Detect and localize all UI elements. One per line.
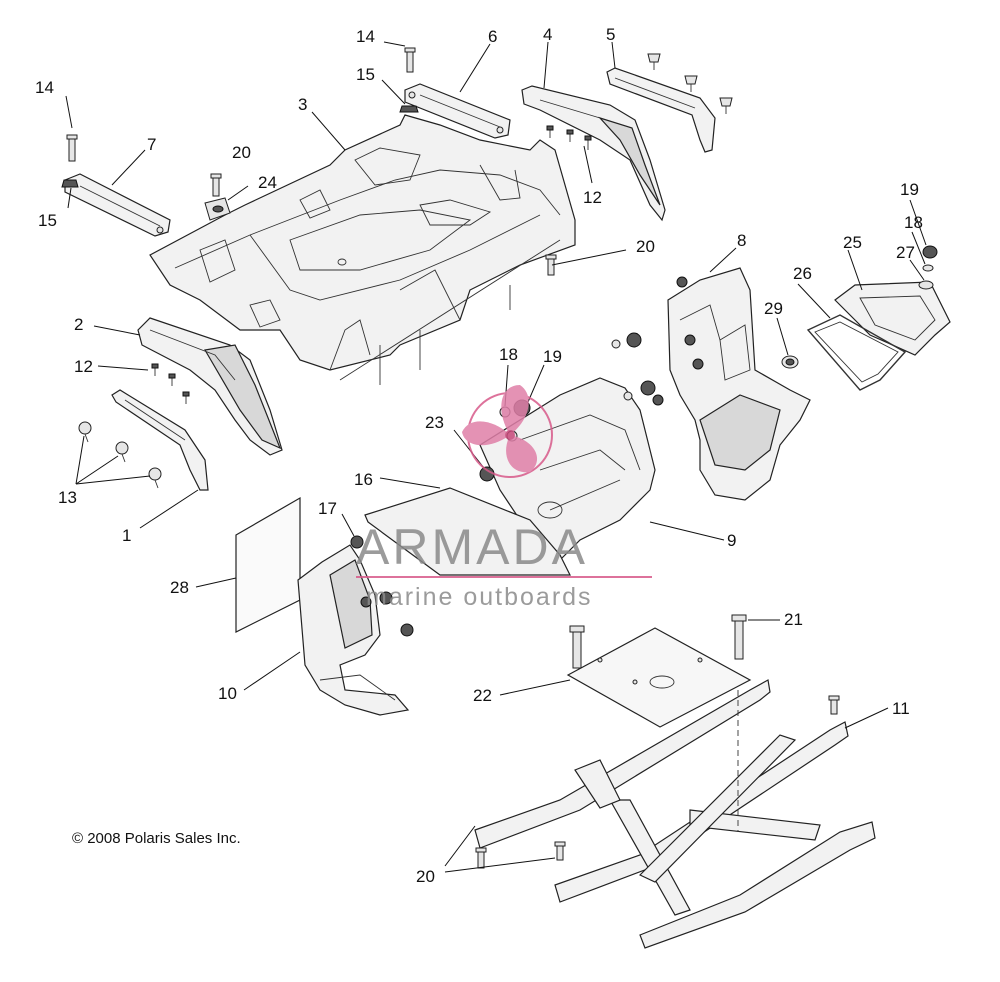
callout-c25: 25 <box>843 233 862 252</box>
bracket-part-24 <box>204 197 231 221</box>
grommet-part-29 <box>781 355 799 369</box>
storage-bin-part-10 <box>297 544 410 716</box>
lid-part-25 <box>834 281 951 356</box>
callout-c29: 29 <box>764 299 783 318</box>
callout-c28: 28 <box>170 578 189 597</box>
propeller-logo-icon <box>462 385 553 478</box>
bolts-part-20-lower <box>475 695 840 869</box>
callout-c4: 4 <box>543 25 552 44</box>
callout-c19b: 19 <box>543 347 562 366</box>
fasteners-part-17 <box>350 535 414 637</box>
callout-c20b: 20 <box>636 237 655 256</box>
callout-c5: 5 <box>606 25 615 44</box>
callout-c15a: 15 <box>356 65 375 84</box>
trim-part-1 <box>111 389 209 491</box>
callout-c20c: 20 <box>416 867 435 886</box>
fasteners-part-13 <box>78 421 162 489</box>
callout-c26: 26 <box>793 264 812 283</box>
callout-c24: 24 <box>258 173 277 192</box>
fasteners-part-8-bin <box>652 276 704 406</box>
callout-c3: 3 <box>298 95 307 114</box>
callout-c22: 22 <box>473 686 492 705</box>
cargo-box-part-3 <box>149 114 576 385</box>
watermark-brand: ARMADA <box>356 519 588 575</box>
callout-c14a: 14 <box>35 78 54 97</box>
callout-c1: 1 <box>122 526 131 545</box>
callout-c7: 7 <box>147 135 156 154</box>
frame-part-11 <box>474 679 876 949</box>
callout-c15b: 15 <box>38 211 57 230</box>
callout-c21: 21 <box>784 610 803 629</box>
storage-bin-part-8 <box>667 267 811 501</box>
leader-lines <box>65 41 927 873</box>
liner-sheet-part-28 <box>235 496 301 633</box>
callout-c19a: 19 <box>900 180 919 199</box>
callout-c8: 8 <box>737 231 746 250</box>
bolt-part-14-top <box>404 47 416 73</box>
bolt-part-20-mid <box>545 254 557 276</box>
bolt-part-14-left <box>66 134 78 162</box>
bolt-part-20-upper <box>210 173 222 197</box>
bolt-part-21 <box>569 614 747 669</box>
side-trim-part-5 <box>606 67 716 153</box>
callout-c23: 23 <box>425 413 444 432</box>
callout-c10: 10 <box>218 684 237 703</box>
callout-c14b: 14 <box>356 27 375 46</box>
nut-part-15-left <box>61 179 79 188</box>
callout-c11: 11 <box>892 699 910 718</box>
callout-c18a: 18 <box>904 213 923 232</box>
callout-c18b: 18 <box>499 345 518 364</box>
watermark-tagline: marine outboards <box>366 583 593 611</box>
side-panel-part-4 <box>521 85 666 222</box>
callout-c27: 27 <box>896 243 915 262</box>
gasket-part-26 <box>806 314 907 391</box>
callout-c17: 17 <box>318 499 337 518</box>
callout-labels: 14 6 4 5 14 15 3 7 20 24 15 12 19 20 18 … <box>35 25 923 886</box>
rail-part-7 <box>64 173 171 237</box>
callout-c12a: 12 <box>583 188 602 207</box>
callout-c6: 6 <box>488 27 497 46</box>
screws-part-12-left <box>151 363 190 404</box>
rail-part-6 <box>404 83 511 139</box>
watermark: ARMADA marine outboards <box>356 385 652 611</box>
callout-c2: 2 <box>74 315 83 334</box>
callout-c16: 16 <box>354 470 373 489</box>
panel-part-16 <box>364 487 571 576</box>
callout-c12b: 12 <box>74 357 93 376</box>
callout-c13: 13 <box>58 488 77 507</box>
fastener-stack-19-18-27 <box>918 245 938 290</box>
side-panel-part-2 <box>137 317 283 456</box>
nut-part-15-top <box>399 105 419 113</box>
fastener-group-5 <box>647 53 733 114</box>
plate-part-22 <box>566 627 752 728</box>
callout-c9: 9 <box>727 531 736 550</box>
copyright-notice: © 2008 Polaris Sales Inc. <box>72 830 241 847</box>
screws-part-12-top <box>546 125 592 150</box>
callout-c20a: 20 <box>232 143 251 162</box>
